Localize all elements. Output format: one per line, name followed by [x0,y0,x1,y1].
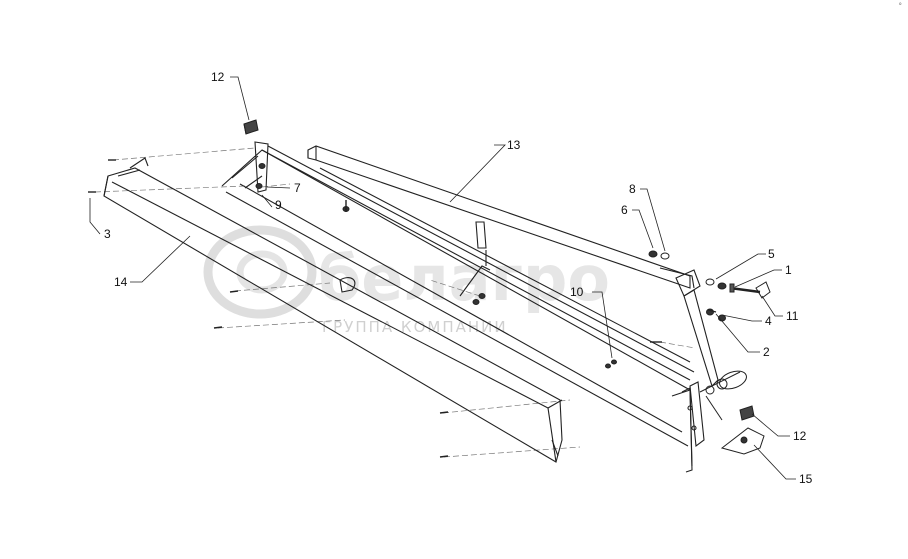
callout-8: 8 [629,182,636,196]
watermark-brand: белагро [318,242,610,315]
callout-12-bottom: 12 [793,429,807,443]
diagonal-brace [261,145,695,381]
part-1-bolt [729,281,771,299]
watermark-logo-ring [203,225,317,319]
callout-7: 7 [294,181,301,195]
watermark-subtitle: ГРУППА КОМПАНИИ [322,318,508,336]
callout-labels: 12 13 7 9 3 14 8 6 5 1 10 4 11 2 12 15 [104,70,813,486]
watermark: белагро ГРУППА КОМПАНИИ [203,225,610,336]
part-12-rubber-block-bottom [739,405,755,421]
part-12-rubber-block-top [243,119,259,135]
dashed-guides [94,147,696,458]
callout-3: 3 [104,227,111,241]
corner-mark: ° [898,2,903,10]
fastener-bolts [88,159,717,458]
callout-4: 4 [765,314,772,328]
right-post [671,289,719,467]
callout-5: 5 [768,247,775,261]
callout-11: 11 [786,309,799,323]
callout-14: 14 [114,275,128,289]
callout-10: 10 [570,285,584,299]
callout-13: 13 [507,138,521,152]
part-15-plate [720,427,765,455]
leader-lines [89,76,796,480]
part-14-deflector-panel [103,157,563,463]
part-13-upper-beam [307,145,701,297]
callout-15: 15 [799,472,813,486]
callout-9: 9 [275,198,282,212]
callout-12-top: 12 [211,70,225,84]
callout-1: 1 [785,263,792,277]
watermark-logo-inner [236,250,288,294]
callout-6: 6 [621,203,628,217]
callout-2: 2 [763,345,770,359]
hinge-joint [699,370,747,421]
